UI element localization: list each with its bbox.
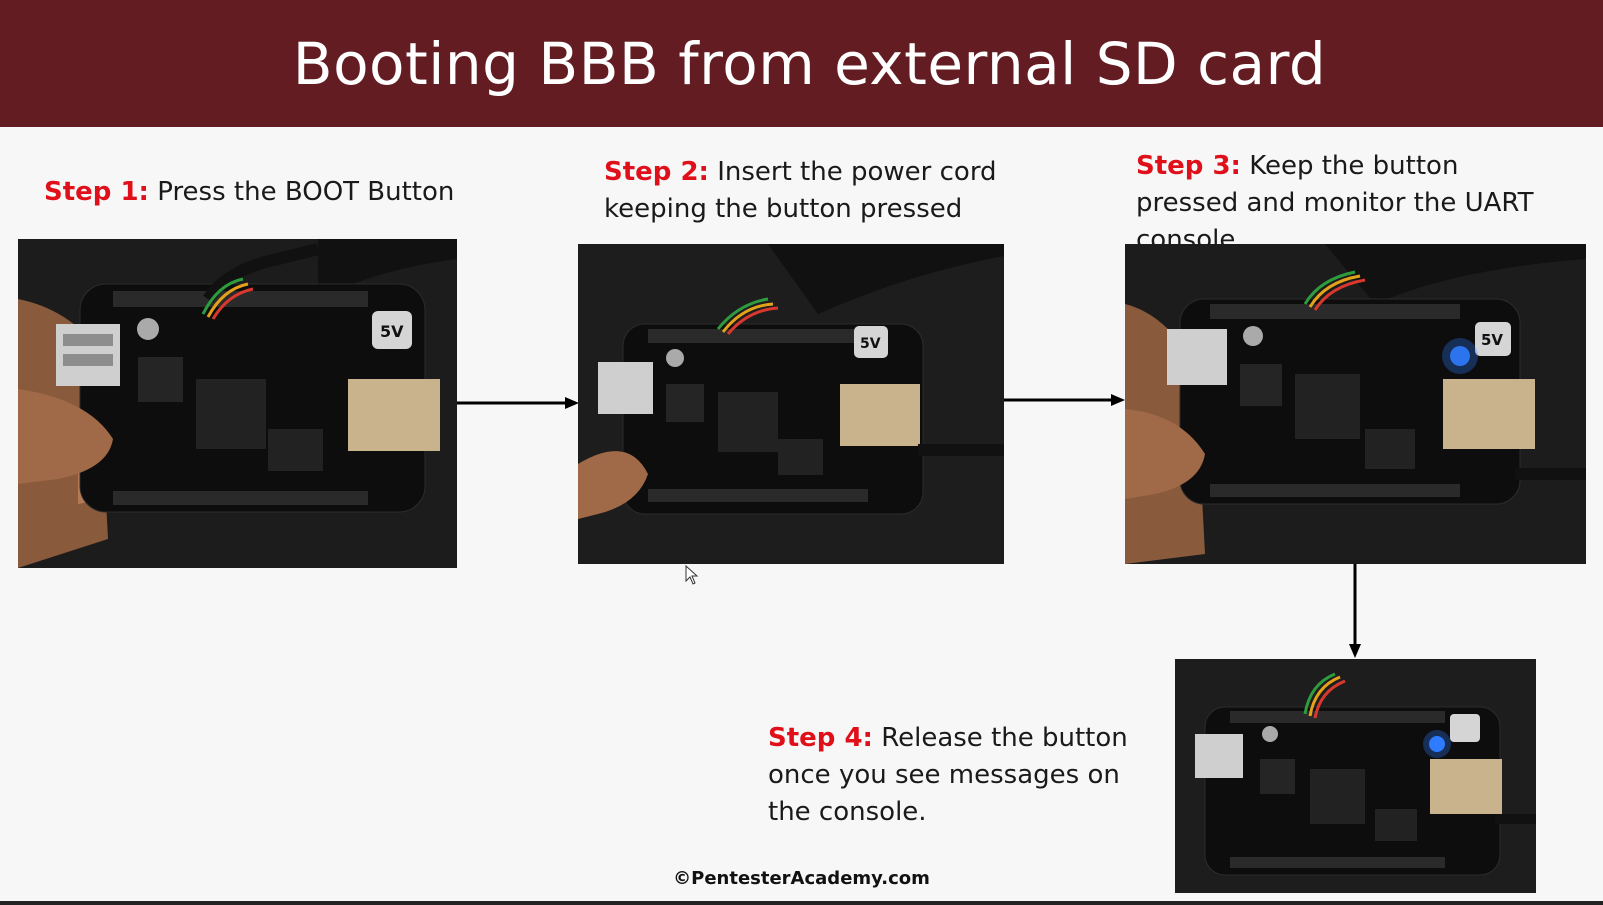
step-1-text: Press the BOOT Button (148, 177, 455, 207)
slide-title: Booting BBB from external SD card (292, 29, 1327, 98)
step-2-text: Insert the power cord keeping the button… (604, 157, 997, 224)
step-2-photo: 5V (578, 244, 1004, 564)
step-2-caption: Step 2: Insert the power cord keeping th… (604, 154, 1004, 228)
beaglebone-board-image: 5V (1125, 244, 1586, 564)
arrow-step2-to-step3 (1004, 394, 1125, 406)
step-4-label: Step 4: (768, 723, 873, 753)
step-4-photo (1175, 659, 1536, 893)
mouse-cursor-icon (685, 565, 699, 585)
beaglebone-board-image (1175, 659, 1536, 893)
step-1-label: Step 1: (44, 177, 149, 207)
step-2-label: Step 2: (604, 157, 709, 187)
step-4-caption: Step 4: Release the button once you see … (768, 720, 1168, 831)
step-1-caption: Step 1: Press the BOOT Button (44, 174, 504, 211)
bottom-divider (0, 901, 1603, 905)
beaglebone-board-image: 5V (578, 244, 1004, 564)
beaglebone-board-image: 5V (18, 239, 457, 568)
voltage-marking: 5V (380, 322, 404, 341)
arrow-step3-to-step4 (1349, 564, 1361, 658)
step-4-text: Release the button once you see messages… (768, 723, 1128, 827)
step-3-photo: 5V (1125, 244, 1586, 564)
step-3-caption: Step 3: Keep the button pressed and moni… (1136, 148, 1566, 259)
voltage-marking: 5V (860, 336, 881, 352)
voltage-marking: 5V (1481, 331, 1503, 349)
arrow-step1-to-step2 (457, 397, 579, 409)
step-1-photo: 5V (18, 239, 457, 568)
step-3-label: Step 3: (1136, 151, 1241, 181)
slide-header: Booting BBB from external SD card (0, 0, 1603, 127)
copyright-footer: ©PentesterAcademy.com (673, 868, 930, 889)
